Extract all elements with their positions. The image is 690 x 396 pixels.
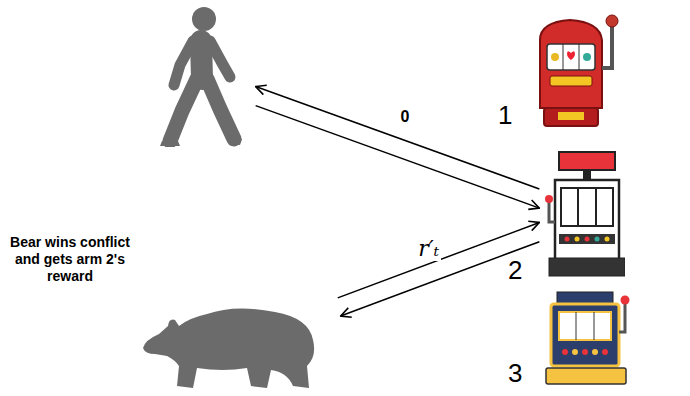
edge-label: r′ₜ — [416, 236, 441, 261]
bandit-arm: 3 — [545, 290, 630, 388]
bear-note: Bear wins conflict and gets arm 2's rewa… — [6, 234, 134, 285]
agent-person — [150, 5, 250, 147]
arm-number: 3 — [508, 358, 522, 388]
slot-machine — [545, 150, 625, 280]
arrow-connector — [256, 87, 540, 189]
arm-number: 1 — [498, 100, 512, 130]
slot-machine — [545, 290, 630, 388]
agent-bear: Bear wins conflict and gets arm 2's rewa… — [140, 300, 335, 390]
person-figure — [150, 5, 250, 147]
edge-label: 0 — [399, 108, 412, 126]
arrow-connector — [256, 106, 540, 208]
arm-number: 2 — [508, 255, 522, 285]
bandit-arm: 1 — [530, 12, 622, 130]
bear-figure — [140, 300, 335, 390]
slot-machine — [530, 12, 622, 130]
arrow-connector — [338, 222, 540, 297]
bandit-arm: 2 — [545, 150, 625, 280]
